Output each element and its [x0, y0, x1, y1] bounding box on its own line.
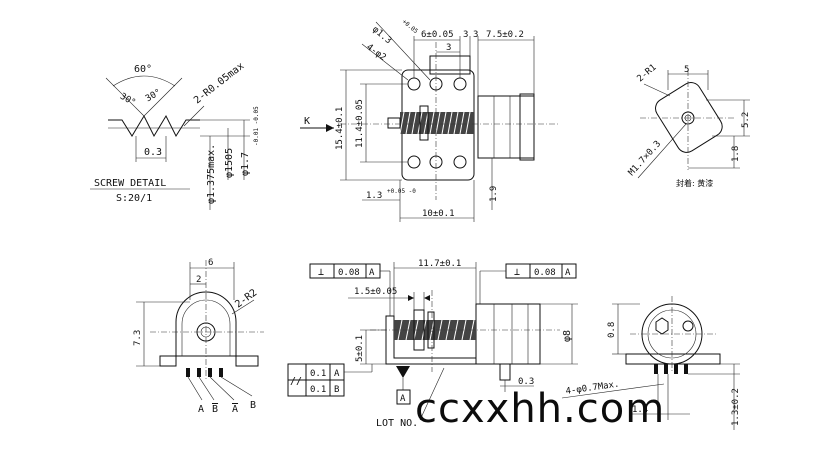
top-dim-154: 15.4±0.1	[335, 107, 345, 150]
end-note: 封着: 黄漆	[676, 178, 713, 188]
top-dim-75: 7.5±0.2	[486, 30, 524, 40]
top-dim-3c: 3	[473, 30, 478, 40]
side-width: 6	[208, 258, 213, 268]
screw-tip-radius: 2-R0.05max	[192, 61, 246, 107]
gdt-parallel-symbol: //	[290, 376, 302, 387]
top-dim-13: 1.3	[366, 191, 382, 201]
top-hole-dia: φ1.3	[370, 25, 393, 47]
top-dim-10: 10±0.1	[422, 209, 455, 219]
screw-angle-half-2: 30°	[144, 88, 163, 105]
gdt-left-datum: A	[369, 268, 375, 278]
right-dim-14: 1.4	[632, 405, 648, 415]
front-datum-a: A	[400, 394, 406, 404]
side-height: 7.3	[133, 330, 143, 346]
side-view: A B A B 6 2 2-R2 7.3	[133, 258, 264, 415]
side-radius: 2-R2	[233, 287, 259, 310]
front-view: ⊥ 0.08 A ⊥ 0.08 A 11.7±0.1 1.5±0.05 5±0.…	[287, 259, 665, 429]
top-holes: 4-φ2	[364, 42, 387, 63]
top-view: 6±0.05 3 3 3 7.5±0.2 φ1.3 +0.05 4-φ2 15.…	[300, 18, 560, 222]
screw-d3: φ1.7	[240, 152, 251, 176]
end-view: 5 2-R1 5.2 1.8 M1.7×0.3 封着: 黄漆	[627, 63, 751, 188]
front-dim-15: 1.5±0.05	[354, 287, 397, 297]
gdt-left-tol: 0.08	[338, 268, 360, 278]
end-dim-52: 5.2	[741, 112, 751, 128]
screw-angle: 60°	[134, 64, 152, 75]
screw-pitch: 0.3	[144, 147, 162, 158]
gdt-parallel-2: 0.1	[310, 385, 326, 395]
right-dim-08: 0.8	[607, 322, 617, 338]
front-lot: LOT NO.	[376, 418, 418, 429]
end-radius: 2-R1	[636, 63, 659, 85]
front-dim-03: 0.3	[518, 377, 534, 387]
screw-detail-title: SCREW DETAIL	[94, 178, 166, 189]
screw-detail: 60° 30° 30° 2-R0.05max 0.3 φ1.375max. φ1…	[90, 61, 260, 210]
gdt-parallel-2-datum: B	[334, 385, 339, 395]
side-pin-2: B	[212, 404, 218, 415]
screw-d1: φ1.375max.	[206, 144, 217, 204]
side-pin-3: A	[232, 404, 238, 415]
gdt-parallel-1-datum: A	[334, 369, 340, 379]
right-view: 0.8 1.3±0.2 1.4	[607, 296, 741, 430]
top-hole-tol: +0.05	[401, 18, 420, 35]
front-dim-5: 5±0.1	[355, 335, 365, 362]
watermark-text: ccxxhh.com	[415, 386, 666, 432]
top-arrow-k: K	[304, 116, 310, 127]
screw-d2: φ1505	[224, 148, 235, 178]
end-thread: M1.7×0.3	[627, 139, 663, 178]
top-dim-6: 6±0.05	[421, 30, 454, 40]
end-width: 5	[684, 65, 689, 75]
gdt-parallel-1: 0.1	[310, 369, 326, 379]
front-length: 11.7±0.1	[418, 259, 461, 269]
right-dim-13: 1.3±0.2	[731, 388, 741, 426]
side-half: 2	[196, 275, 201, 285]
gdt-right-symbol: ⊥	[514, 267, 520, 278]
front-diameter: φ8	[562, 330, 573, 342]
gdt-right-tol: 0.08	[534, 268, 556, 278]
top-dim-3b: 3	[463, 30, 468, 40]
gdt-right-datum: A	[565, 268, 571, 278]
screw-d3-tol: -0.01 -0.05	[253, 106, 260, 146]
top-dim-13-tol: +0.05 -0	[387, 188, 416, 195]
top-dim-19: 1.9	[489, 186, 499, 202]
top-dim-114: 11.4±0.05	[355, 99, 365, 148]
side-pin-1: A	[198, 404, 204, 415]
side-pin-4: B	[250, 400, 256, 411]
screw-detail-scale: S:20/1	[116, 193, 152, 204]
top-dim-3: 3	[446, 43, 451, 53]
end-dim-18: 1.8	[731, 146, 741, 162]
gdt-left-symbol: ⊥	[318, 267, 324, 278]
